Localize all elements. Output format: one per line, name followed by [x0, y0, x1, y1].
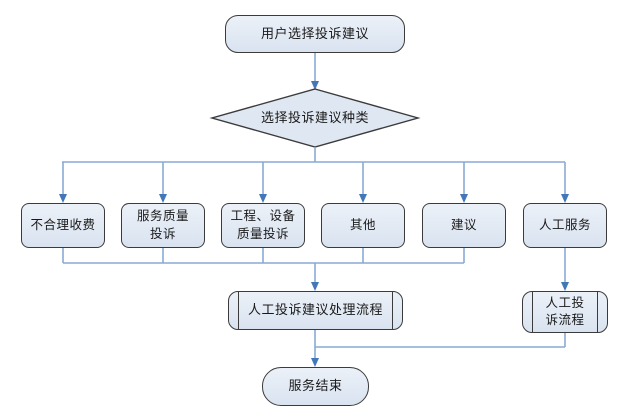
predef-bar-left	[238, 292, 239, 329]
arrow-into-end	[311, 358, 319, 367]
node-process-main-label: 人工投诉建议处理流程	[247, 302, 383, 318]
node-process-side-label: 人工投 诉流程	[545, 295, 585, 328]
arrow-into-branch-4	[359, 194, 367, 203]
arrow-into-branch-2	[159, 194, 167, 203]
node-decision-label: 选择投诉建议种类	[260, 109, 369, 125]
node-branch-manual-service: 人工服务	[523, 203, 607, 248]
branch-label: 其他	[349, 217, 376, 232]
arrow-into-decision	[311, 81, 319, 90]
branch-label: 工程、设备 质量投诉	[230, 209, 296, 241]
node-start-label: 用户选择投诉建议	[260, 25, 369, 41]
branch-label: 不合理收费	[30, 217, 96, 232]
node-end-label: 服务结束	[288, 378, 343, 394]
branch-label: 建议	[450, 217, 477, 232]
arrow-into-process-side	[561, 282, 569, 291]
node-process-main: 人工投诉建议处理流程	[228, 291, 403, 330]
predef-bar-right	[597, 292, 598, 332]
node-branch-other: 其他	[321, 203, 405, 248]
predef-bar-right	[392, 292, 393, 329]
node-decision: 选择投诉建议种类	[240, 105, 390, 131]
branch-label: 人工服务	[538, 217, 591, 232]
arrow-into-branch-6	[561, 194, 569, 203]
arrow-into-branch-1	[59, 194, 67, 203]
node-branch-suggestion: 建议	[422, 203, 506, 248]
node-branch-engineering-equipment: 工程、设备 质量投诉	[221, 203, 305, 248]
node-process-side: 人工投 诉流程	[522, 291, 608, 333]
node-end: 服务结束	[262, 367, 369, 406]
branch-label: 服务质量 投诉	[136, 209, 189, 241]
node-branch-unreasonable-fees: 不合理收费	[21, 203, 105, 248]
arrow-into-process-main	[311, 282, 319, 291]
predef-bar-left	[532, 292, 533, 332]
node-start: 用户选择投诉建议	[225, 15, 405, 53]
arrow-into-branch-5	[460, 194, 468, 203]
node-branch-service-quality: 服务质量 投诉	[121, 203, 205, 248]
arrow-into-branch-3	[259, 194, 267, 203]
